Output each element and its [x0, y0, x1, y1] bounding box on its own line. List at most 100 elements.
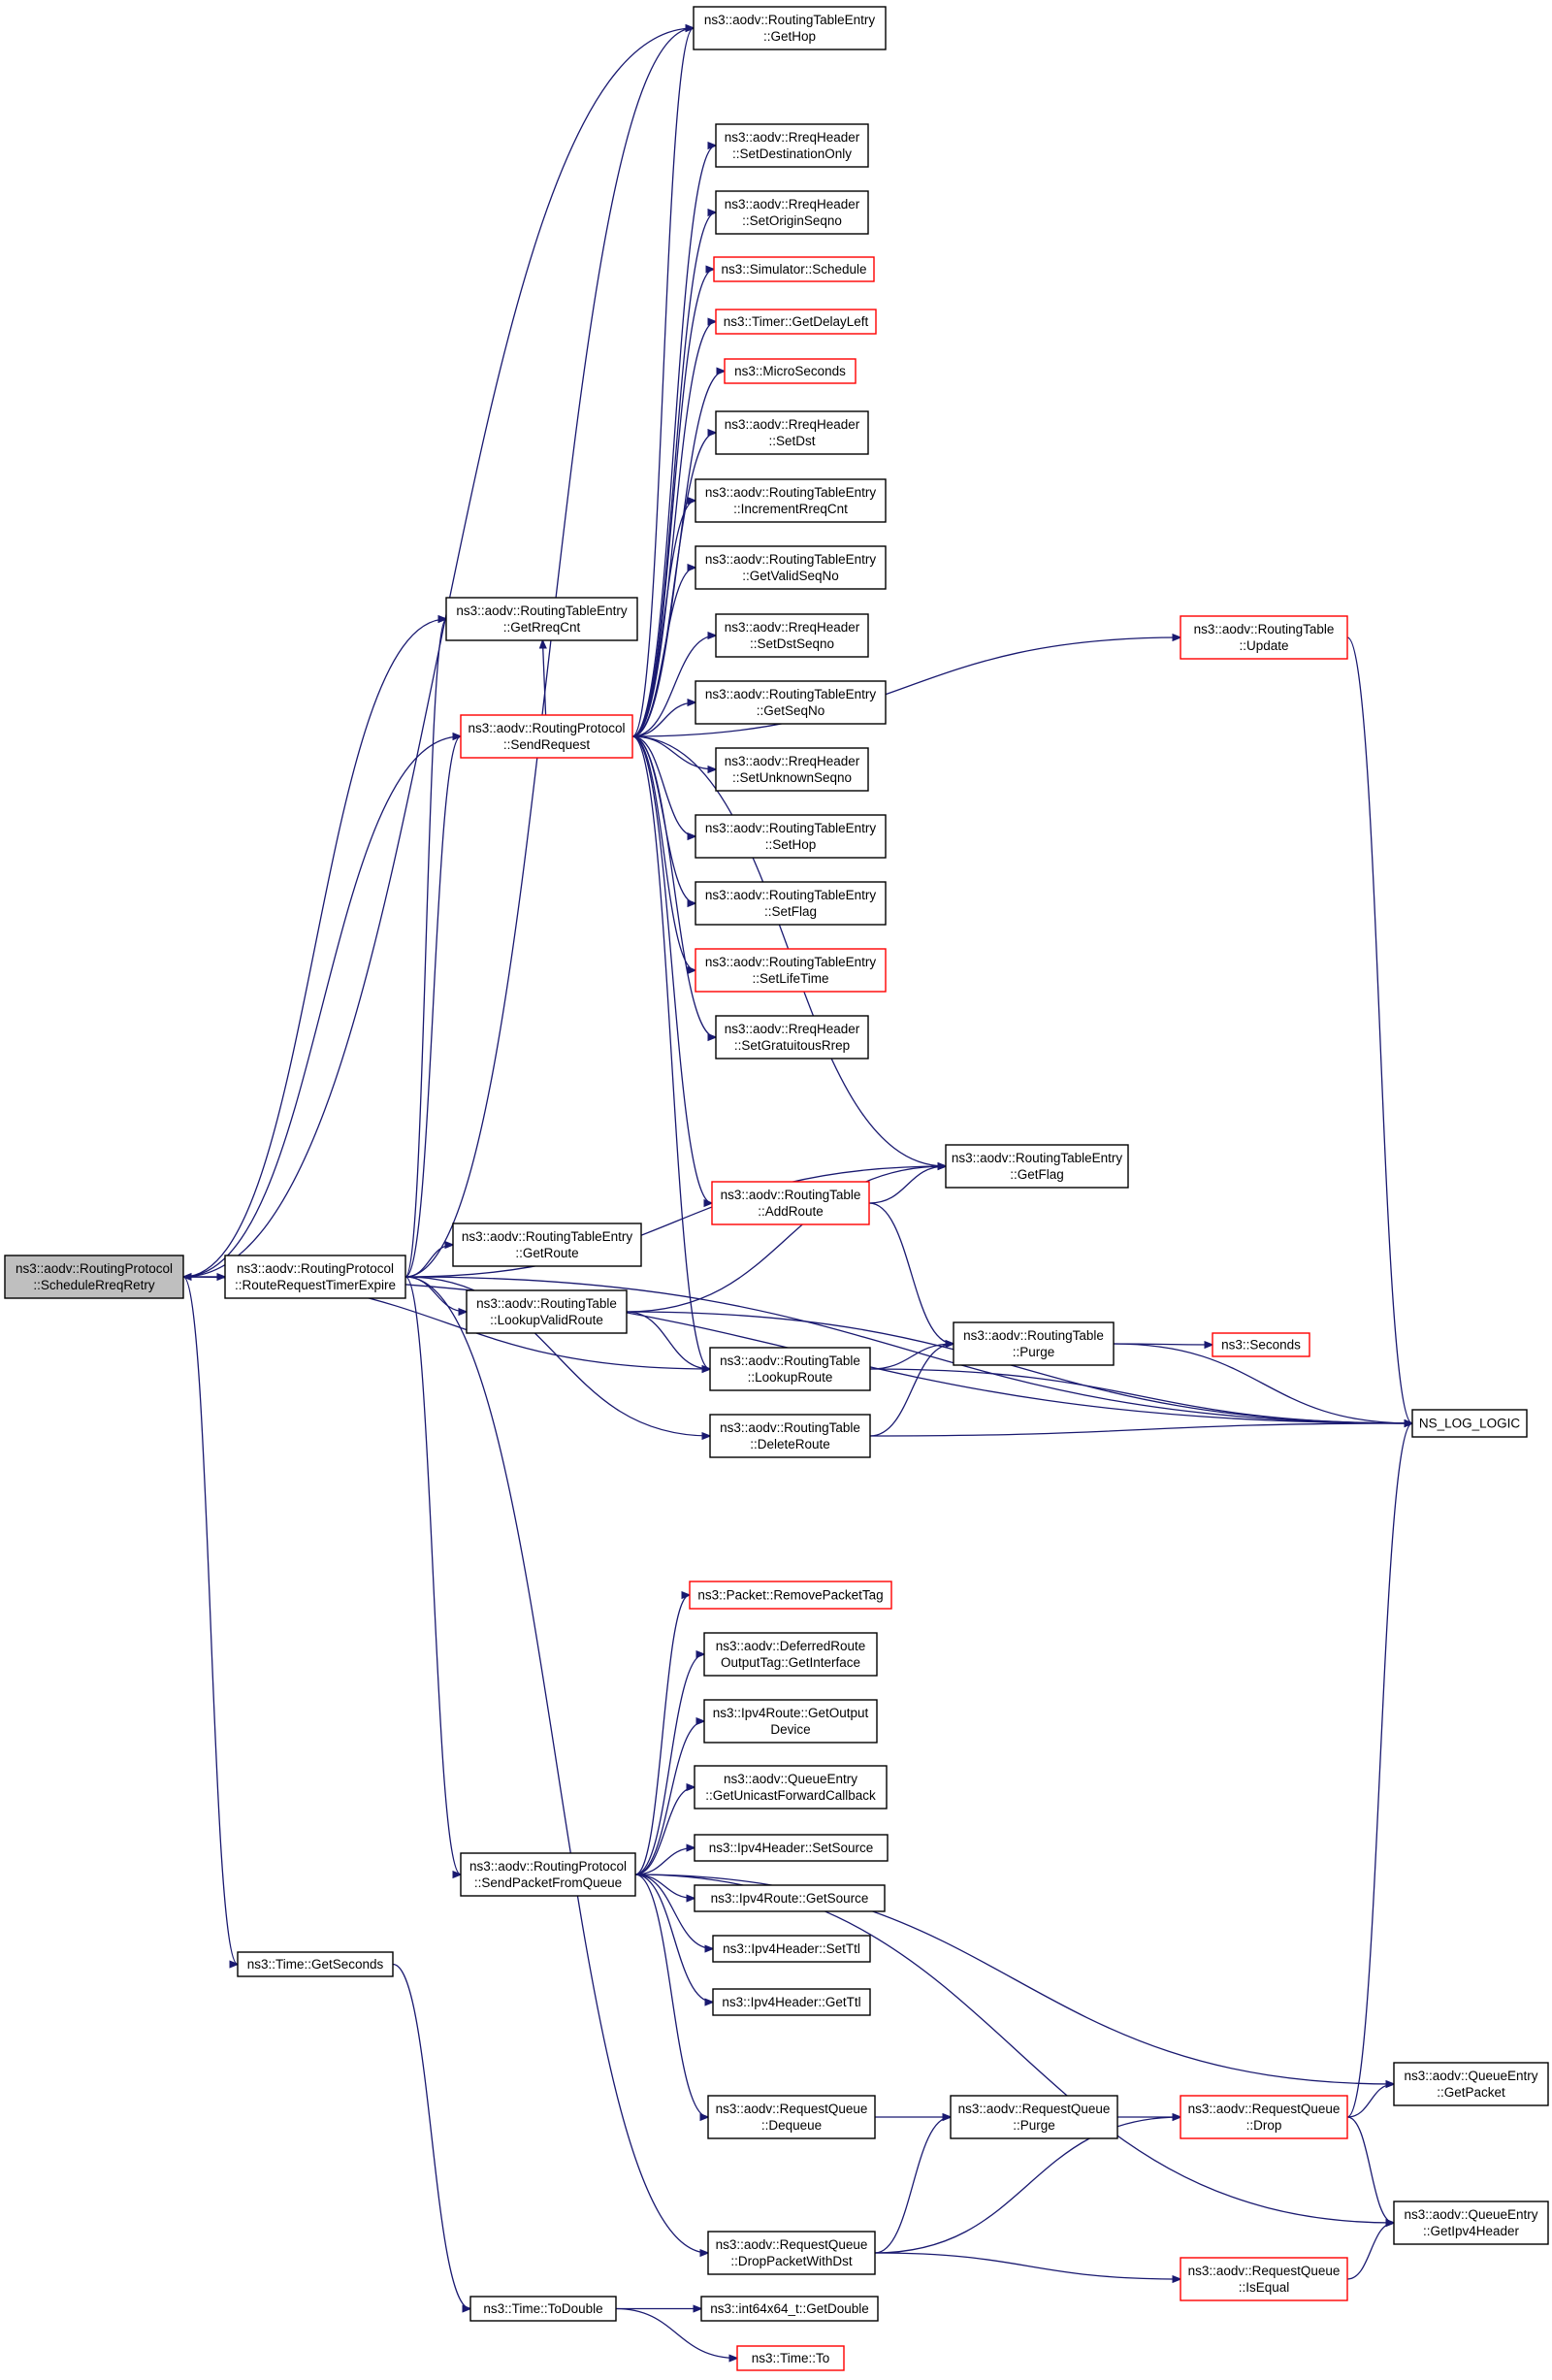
node-box: [689, 1581, 892, 1610]
node-send-packet-from-queue[interactable]: ns3::aodv::RoutingProtocol::SendPacketFr…: [460, 1852, 636, 1897]
node-label: ns3::Seconds: [1221, 1338, 1301, 1353]
node-label: ns3::Timer::GetDelayLeft: [724, 314, 869, 329]
node-label: ::SetDstSeqno: [750, 636, 834, 651]
node-get-seq-no[interactable]: ns3::aodv::RoutingTableEntry::GetSeqNo: [695, 680, 887, 725]
node-label: ns3::aodv::RoutingTable: [720, 1353, 860, 1368]
node-simulator-schedule[interactable]: ns3::Simulator::Schedule: [713, 256, 875, 282]
node-label: ::ScheduleRreqRetry: [33, 1278, 155, 1292]
node-set-origin-seqno[interactable]: ns3::aodv::RreqHeader::SetOriginSeqno: [715, 190, 869, 235]
node-get-flag[interactable]: ns3::aodv::RoutingTableEntry::GetFlag: [945, 1144, 1129, 1189]
node-time-to-double[interactable]: ns3::Time::ToDouble: [469, 2296, 617, 2322]
node-label: ::Update: [1239, 638, 1288, 653]
node-routing-table-update[interactable]: ns3::aodv::RoutingTable::Update: [1180, 615, 1348, 660]
node-set-destination-only[interactable]: ns3::aodv::RreqHeader::SetDestinationOnl…: [715, 123, 869, 168]
node-ipv4header-get-ttl[interactable]: ns3::Ipv4Header::GetTtl: [712, 1988, 871, 2016]
node-delete-route[interactable]: ns3::aodv::RoutingTable::DeleteRoute: [709, 1414, 871, 1458]
node-box: [707, 2231, 876, 2275]
node-get-hop[interactable]: ns3::aodv::RoutingTableEntry::GetHop: [693, 6, 887, 50]
node-label: ns3::Packet::RemovePacketTag: [697, 1588, 883, 1603]
node-ipv4header-set-ttl[interactable]: ns3::Ipv4Header::SetTtl: [712, 1935, 871, 1963]
node-lookup-route[interactable]: ns3::aodv::RoutingTable::LookupRoute: [709, 1347, 871, 1391]
node-route-request-timer-expire[interactable]: ns3::aodv::RoutingProtocol::RouteRequest…: [224, 1255, 406, 1299]
node-box: [469, 2296, 617, 2322]
node-drop-packet-with-dst[interactable]: ns3::aodv::RequestQueue::DropPacketWithD…: [707, 2231, 876, 2275]
node-ipv4route-get-source[interactable]: ns3::Ipv4Route::GetSource: [694, 1884, 886, 1912]
edges-layer: [182, 28, 1412, 2359]
node-label: ns3::aodv::RequestQueue: [716, 2102, 868, 2116]
edge-add_route-to-routing_table_purge: [868, 1202, 954, 1344]
node-send-request[interactable]: ns3::aodv::RoutingProtocol::SendRequest: [460, 714, 633, 759]
node-box: [695, 680, 887, 725]
node-label: ns3::aodv::RequestQueue: [958, 2102, 1111, 2116]
node-timer-get-delay-left[interactable]: ns3::Timer::GetDelayLeft: [715, 309, 877, 335]
edge-route_request_timer_expire-to-send_request: [404, 736, 462, 1278]
node-label: ns3::aodv::RoutingProtocol: [469, 1859, 627, 1874]
node-set-gratuitous-rrep[interactable]: ns3::aodv::RreqHeader::SetGratuitousRrep: [715, 1015, 869, 1060]
edge-send_request-to-get_valid_seq_no: [631, 568, 695, 737]
edge-send_packet_from_queue-to-deferred_route_get_interface: [634, 1654, 704, 1875]
node-lookup-valid-route[interactable]: ns3::aodv::RoutingTable::LookupValidRout…: [466, 1289, 628, 1334]
node-queue-entry-get-ipv4-header[interactable]: ns3::aodv::QueueEntry::GetIpv4Header: [1393, 2201, 1549, 2245]
node-micro-seconds[interactable]: ns3::MicroSeconds: [724, 358, 857, 384]
edge-route_request_timer_expire-to-lookup_valid_route: [404, 1276, 467, 1312]
node-label: ::Purge: [1013, 2118, 1055, 2133]
edge-delete_route-to-routing_table_purge: [869, 1344, 954, 1437]
node-set-hop[interactable]: ns3::aodv::RoutingTableEntry::SetHop: [695, 814, 887, 859]
node-label: ns3::aodv::RoutingTable: [1194, 622, 1335, 636]
edge-schedule_rreq_retry-to-get_rreq_cnt: [182, 619, 446, 1278]
node-box: [445, 597, 638, 641]
node-label: ns3::aodv::RoutingTableEntry: [462, 1229, 633, 1244]
node-add-route[interactable]: ns3::aodv::RoutingTable::AddRoute: [711, 1181, 870, 1225]
node-label: OutputTag::GetInterface: [721, 1655, 860, 1670]
node-label: ::Purge: [1013, 1345, 1055, 1359]
node-ns-log-logic[interactable]: NS_LOG_LOGIC: [1411, 1409, 1528, 1438]
node-request-queue-purge[interactable]: ns3::aodv::RequestQueue::Purge: [950, 2095, 1118, 2139]
node-queue-entry-get-packet[interactable]: ns3::aodv::QueueEntry::GetPacket: [1393, 2062, 1549, 2106]
edge-route_request_timer_expire-to-get_flag: [404, 1166, 946, 1278]
node-box: [711, 1181, 870, 1225]
node-box: [707, 2095, 876, 2139]
node-label: ns3::aodv::RreqHeader: [725, 197, 860, 212]
node-request-queue-dequeue[interactable]: ns3::aodv::RequestQueue::Dequeue: [707, 2095, 876, 2139]
node-request-queue-drop[interactable]: ns3::aodv::RequestQueue::Drop: [1180, 2095, 1348, 2139]
node-box: [950, 2095, 1118, 2139]
node-routing-table-purge[interactable]: ns3::aodv::RoutingTable::Purge: [953, 1321, 1115, 1366]
node-int64x64-get-double[interactable]: ns3::int64x64_t::GetDouble: [700, 2296, 879, 2322]
node-set-flag[interactable]: ns3::aodv::RoutingTableEntry::SetFlag: [695, 881, 887, 926]
node-set-dst-seqno[interactable]: ns3::aodv::RreqHeader::SetDstSeqno: [715, 613, 869, 658]
node-get-route[interactable]: ns3::aodv::RoutingTableEntry::GetRoute: [452, 1223, 642, 1267]
edge-route_request_timer_expire-to-drop_packet_with_dst: [404, 1276, 708, 2253]
node-box: [715, 1015, 869, 1060]
node-request-queue-is-equal[interactable]: ns3::aodv::RequestQueue::IsEqual: [1180, 2257, 1348, 2301]
node-ipv4header-set-source[interactable]: ns3::Ipv4Header::SetSource: [694, 1834, 889, 1862]
node-time-to[interactable]: ns3::Time::To: [736, 2345, 845, 2371]
node-get-valid-seq-no[interactable]: ns3::aodv::RoutingTableEntry::GetValidSe…: [695, 545, 887, 590]
node-label: ::GetUnicastForwardCallback: [705, 1788, 876, 1803]
node-label: ns3::Time::To: [752, 2351, 830, 2365]
node-label: ::GetPacket: [1437, 2085, 1505, 2100]
node-box: [695, 478, 887, 523]
node-seconds[interactable]: ns3::Seconds: [1212, 1332, 1310, 1357]
node-deferred-route-get-interface[interactable]: ns3::aodv::DeferredRouteOutputTag::GetIn…: [703, 1632, 878, 1677]
node-set-unknown-seqno[interactable]: ns3::aodv::RreqHeader::SetUnknownSeqno: [715, 747, 869, 792]
node-box: [460, 714, 633, 759]
node-set-life-time[interactable]: ns3::aodv::RoutingTableEntry::SetLifeTim…: [695, 948, 887, 993]
node-time-get-seconds[interactable]: ns3::Time::GetSeconds: [237, 1951, 394, 1977]
node-label: ::LookupValidRoute: [490, 1313, 603, 1327]
node-label: ns3::aodv::RequestQueue: [1188, 2264, 1341, 2278]
node-increment-rreq-cnt[interactable]: ns3::aodv::RoutingTableEntry::IncrementR…: [695, 478, 887, 523]
node-label: ::SetFlag: [764, 904, 817, 919]
node-set-dst[interactable]: ns3::aodv::RreqHeader::SetDst: [715, 410, 869, 455]
node-remove-packet-tag[interactable]: ns3::Packet::RemovePacketTag: [689, 1581, 892, 1610]
node-get-rreq-cnt[interactable]: ns3::aodv::RoutingTableEntry::GetRreqCnt: [445, 597, 638, 641]
node-schedule-rreq-retry[interactable]: ns3::aodv::RoutingProtocol::ScheduleRreq…: [4, 1255, 184, 1299]
edge-send_request-to-increment_rreq_cnt: [631, 501, 695, 737]
node-label: ns3::aodv::RreqHeader: [725, 754, 860, 768]
node-get-unicast-forward-callback[interactable]: ns3::aodv::QueueEntry::GetUnicastForward…: [694, 1765, 888, 1809]
node-box: [724, 358, 857, 384]
edge-send_packet_from_queue-to-ipv4header_get_ttl: [634, 1874, 713, 2003]
node-box: [713, 256, 875, 282]
edge-schedule_rreq_retry-to-send_request: [182, 736, 461, 1278]
